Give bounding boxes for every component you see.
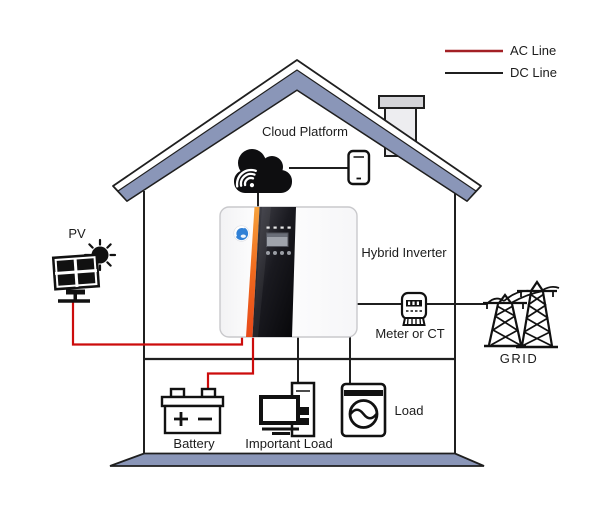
- hybrid-inverter-label: Hybrid Inverter: [361, 245, 447, 260]
- legend-dc-line-label: DC Line: [510, 65, 557, 80]
- pv-label: PV: [68, 226, 86, 241]
- important-load-label: Important Load: [245, 436, 333, 451]
- grid-wires: [486, 285, 560, 305]
- inverter-display: [266, 226, 291, 255]
- energy-meter-icon: [400, 291, 428, 326]
- battery-label: Battery: [173, 436, 215, 451]
- smartphone-icon: [347, 149, 371, 186]
- foundation: [109, 452, 485, 467]
- legend-line-samples: [445, 49, 503, 74]
- inverter-orange-stripe: [246, 207, 260, 337]
- tall-tower: [516, 280, 558, 349]
- load-label: Load: [394, 403, 424, 418]
- house-walls: [143, 191, 456, 455]
- battery-icon: [160, 387, 225, 435]
- small-tower: [483, 293, 527, 348]
- grid-label: GRID: [499, 351, 539, 366]
- washing-machine-icon: [340, 382, 387, 438]
- inverter-logo: [233, 225, 250, 242]
- legend-ac-line-label: AC Line: [510, 43, 557, 58]
- solar-panel-with-sun-icon: [51, 238, 117, 303]
- inverter-to-battery-line: [206, 336, 255, 389]
- hybrid-inverter-unit: [219, 206, 358, 338]
- cloud-platform-label: Cloud Platform: [262, 124, 348, 139]
- pv-to-inverter-line: [71, 302, 244, 346]
- roof: [112, 59, 482, 202]
- solar-panel: [51, 253, 101, 291]
- meter-or-ct-label: Meter or CT: [375, 326, 445, 341]
- desktop-computer-icon: [259, 381, 316, 438]
- cloud-wifi-icon: [234, 149, 292, 193]
- transmission-towers-icon: [483, 280, 560, 349]
